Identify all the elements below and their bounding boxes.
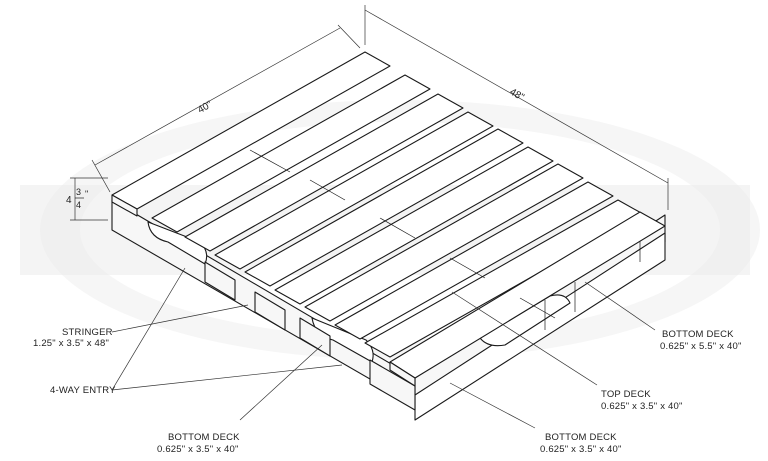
bottom-deck-left-title: BOTTOM DECK: [168, 432, 240, 443]
four-way-entry-label: 4-WAY ENTRY: [50, 385, 116, 396]
bottom-deck-board-2: [254, 291, 286, 331]
top-deck: [111, 51, 666, 387]
callout-leaders: [111, 267, 656, 429]
height-whole: 4: [66, 195, 72, 206]
height-denominator: 4: [76, 200, 81, 210]
bottom-deck-right-size: 0.625" x 5.5" x 40": [660, 341, 742, 352]
top-deck-size: 0.625" x 3.5" x 40": [601, 401, 683, 412]
top-deck-board-8: [334, 181, 614, 340]
top-deck-title: TOP DECK: [601, 389, 651, 400]
stringer-label-title: STRINGER: [62, 327, 113, 338]
top-deck-board-7: [304, 163, 584, 322]
width-dimension-label: 40": [196, 99, 215, 116]
top-deck-board-5: [244, 128, 524, 287]
dimension-lines: [70, 5, 669, 221]
height-unit: ": [85, 189, 88, 199]
bottom-deck-board-3: [299, 317, 331, 357]
height-numerator: 3: [76, 187, 81, 197]
bottom-deck-right-title: BOTTOM DECK: [662, 329, 734, 340]
top-deck-board-6: [274, 146, 554, 305]
top-deck-board-2: [151, 74, 431, 233]
notch-side: [479, 294, 571, 347]
bottom-deck-mid-size: 0.625" x 3.5" x 40": [540, 444, 622, 455]
top-deck-board-4: [214, 111, 494, 270]
bottom-deck-board-4: [369, 359, 416, 411]
bottom-deck-board-1: [204, 261, 236, 301]
bottom-deck-left-size: 0.625" x 3.5" x 40": [157, 444, 239, 455]
top-deck-board-3: [184, 93, 464, 252]
bottom-deck-right-board: [414, 232, 666, 421]
bottom-deck-mid-title: BOTTOM DECK: [545, 432, 617, 443]
length-dimension-label: 48": [508, 87, 527, 104]
stringer-label-size: 1.25" x 3.5" x 48": [33, 338, 109, 349]
